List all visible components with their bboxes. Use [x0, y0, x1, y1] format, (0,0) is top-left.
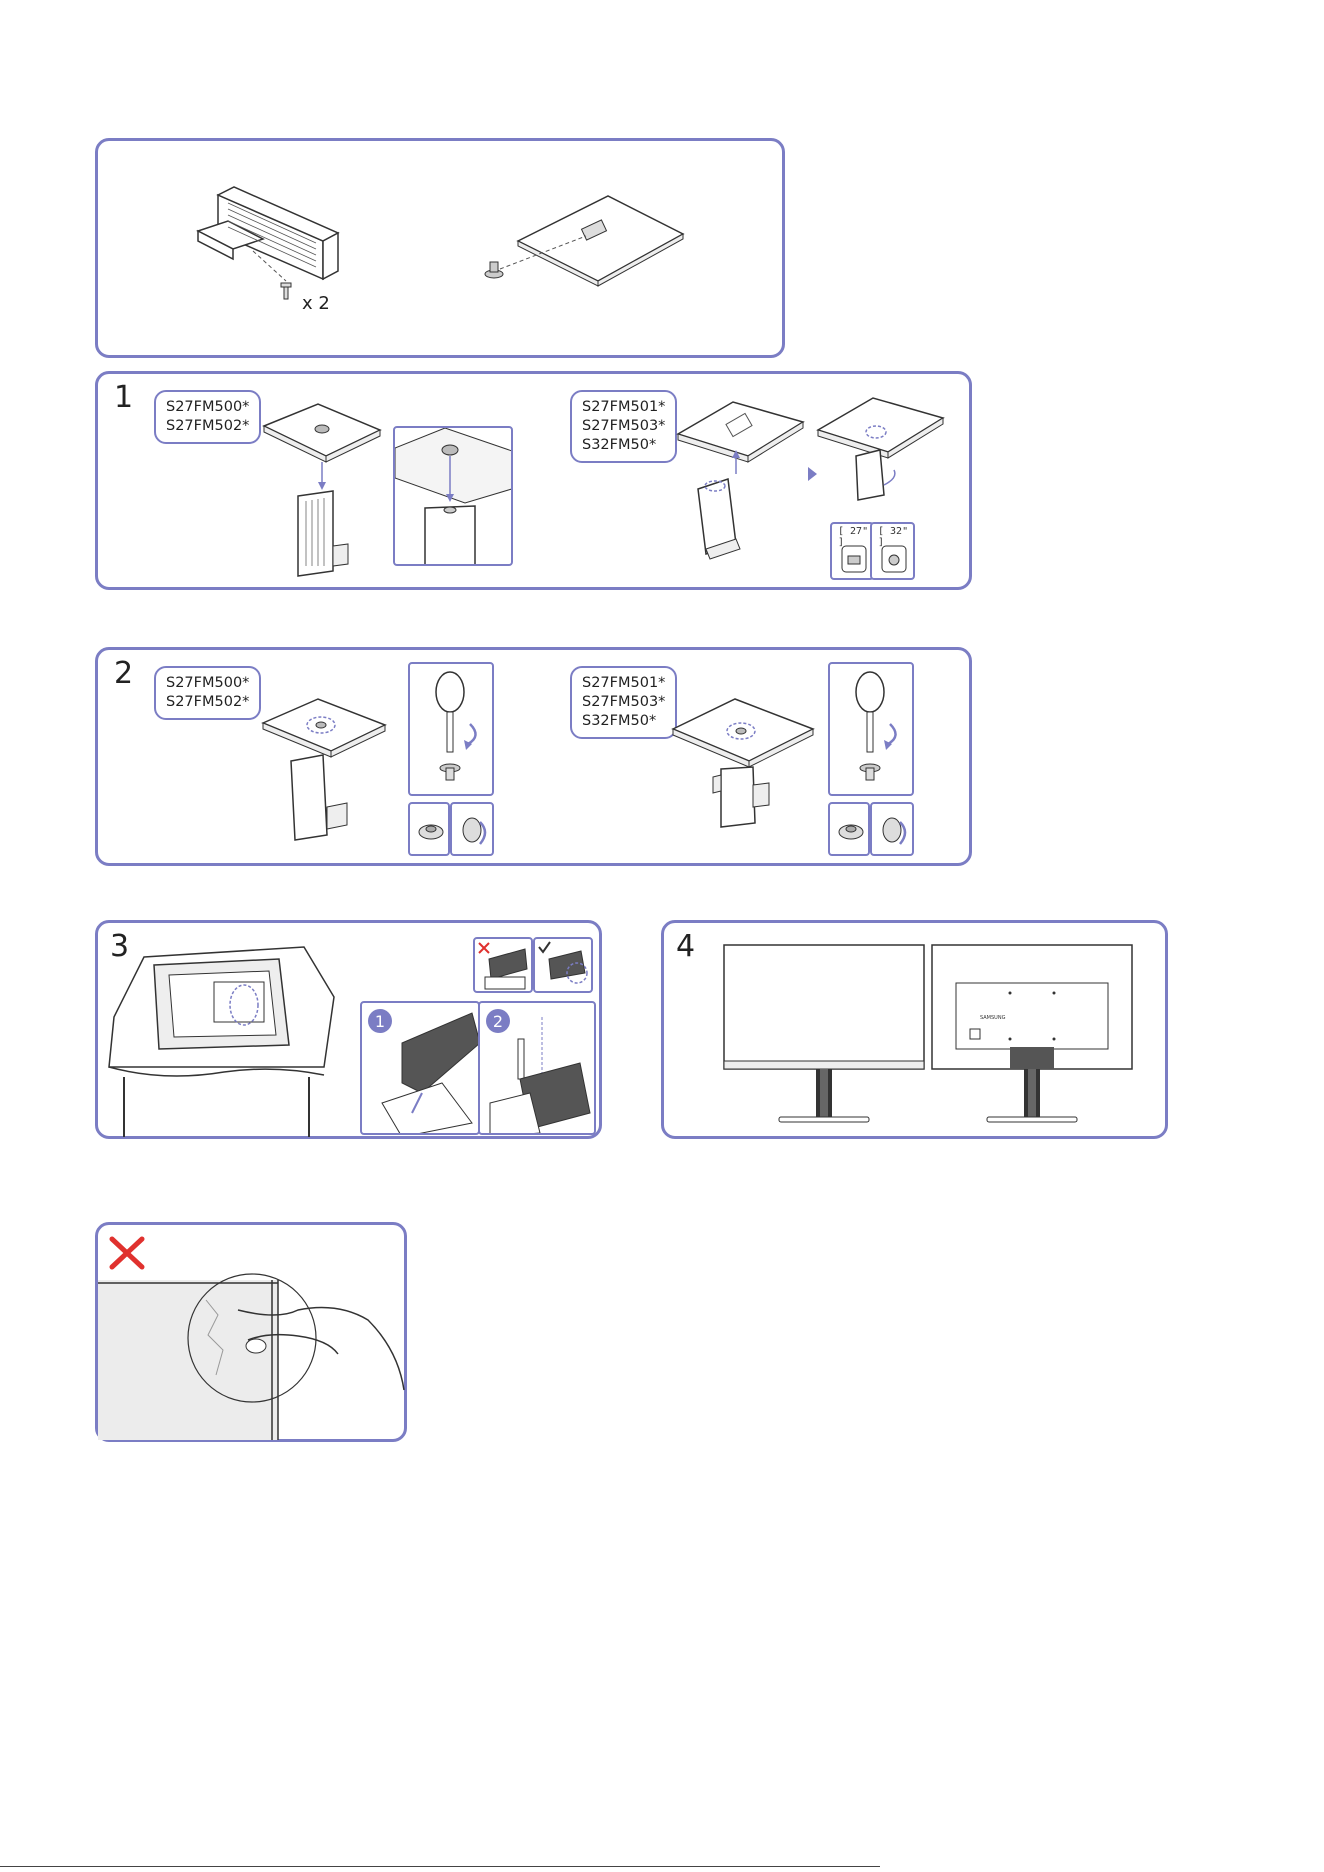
model-group-b: S27FM501* S27FM503* S32FM50* [570, 666, 677, 739]
base-screw-illustration [263, 695, 393, 845]
model-label: S27FM500* [166, 398, 249, 417]
size-27-detail: [ 27" ] [830, 522, 874, 580]
model-group-a: S27FM500* S27FM502* [154, 666, 261, 720]
model-label: S27FM503* [582, 693, 665, 712]
brand-label: SAMSUNG [980, 1015, 1006, 1021]
components-panel: x 2 [95, 138, 785, 358]
correct-orientation-detail [533, 937, 593, 993]
substep-number: 2 [493, 1012, 503, 1031]
model-group-b: S27FM501* S27FM503* S32FM50* [570, 390, 677, 463]
step-4-panel: 4 SAMSUNG [661, 920, 1168, 1139]
step-number: 2 [114, 656, 133, 691]
screwdriver-detail [408, 662, 494, 796]
model-group-a: S27FM500* S27FM502* [154, 390, 261, 444]
model-label: S27FM503* [582, 417, 665, 436]
screw-detail-a [828, 802, 870, 856]
size-32-detail: [ 32" ] [870, 522, 915, 580]
arrow-right-icon [808, 467, 818, 481]
base-b-attach-illustration [678, 394, 808, 564]
warning-panel [95, 1222, 407, 1442]
monitor-front-view [724, 945, 924, 1125]
substep-2-detail: 2 [478, 1001, 596, 1135]
model-label: S27FM502* [166, 693, 249, 712]
step-number: 4 [676, 929, 695, 964]
base-b-assembled-illustration [818, 390, 948, 500]
screw-detail-a [408, 802, 450, 856]
model-label: S27FM501* [582, 674, 665, 693]
footer-rule [0, 1866, 880, 1867]
step-3-panel: 3 1 2 [95, 920, 602, 1139]
screw-detail-b [450, 802, 494, 856]
model-label: S32FM50* [582, 712, 665, 731]
screen-touch-warning-illustration [98, 1280, 404, 1440]
substep-1-detail: 1 [360, 1001, 480, 1135]
model-label: S32FM50* [582, 436, 665, 455]
model-label: S27FM500* [166, 674, 249, 693]
model-label: S27FM502* [166, 417, 249, 436]
wrong-orientation-detail [473, 937, 533, 993]
stand-base-illustration [478, 196, 698, 316]
monitor-back-view: SAMSUNG [932, 945, 1132, 1125]
screwdriver-detail [828, 662, 914, 796]
step-1-panel: 1 S27FM500* S27FM502* S27FM501* S27FM503 [95, 371, 972, 590]
monitor-on-table-illustration [104, 937, 329, 1137]
model-label: S27FM501* [582, 398, 665, 417]
step-2-panel: 2 S27FM500* S27FM502* S27FM501* S27FM503… [95, 647, 972, 866]
base-b-screw-illustration [673, 695, 823, 845]
base-attach-illustration [258, 396, 388, 576]
screw-quantity: x 2 [302, 293, 330, 314]
cross-icon [108, 1235, 146, 1271]
substep-number: 1 [375, 1012, 385, 1031]
step-number: 1 [114, 380, 133, 415]
base-zoom-detail [393, 426, 513, 566]
screw-detail-b [870, 802, 914, 856]
